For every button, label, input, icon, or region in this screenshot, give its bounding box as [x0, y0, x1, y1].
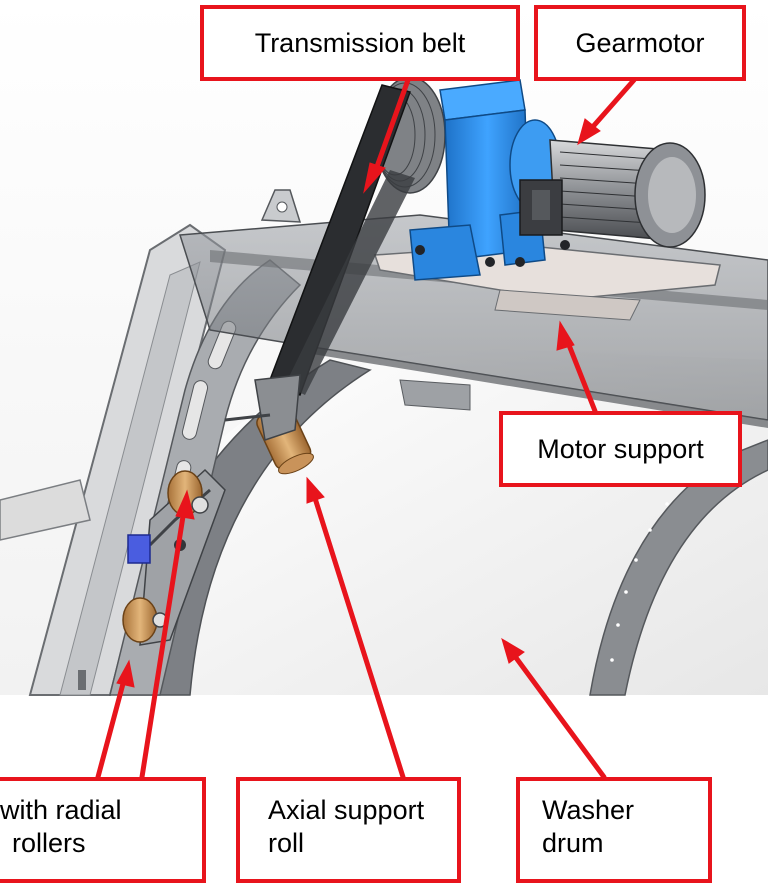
- transmission-belt: [267, 84, 411, 396]
- radial-roller-bottom: [122, 597, 158, 643]
- arrow-radial-left: [95, 677, 127, 780]
- arrowhead-radial-right: [175, 489, 195, 520]
- arrow-gearmotor: [587, 77, 637, 133]
- arrow-washer-drum: [511, 652, 607, 780]
- motor-terminal-box: [519, 179, 563, 236]
- label-gearmotor: Gearmotor: [534, 5, 746, 81]
- label-gearmotor-text: Gearmotor: [575, 27, 705, 58]
- motor-support-tab: [494, 289, 641, 321]
- lifting-eye-hole: [276, 201, 288, 213]
- label-transmission-belt-text: Transmission belt: [254, 27, 466, 58]
- roller-arm-block: [127, 534, 151, 564]
- callout-arrows: [95, 77, 637, 780]
- arrow-radial-right: [139, 507, 187, 780]
- transmission-belt-back: [285, 170, 415, 395]
- axial-roll-stem: [224, 413, 271, 422]
- label-washer-drum: Washer drum: [516, 777, 712, 883]
- arrowhead-axial-support: [306, 476, 325, 504]
- arrowhead-washer-drum: [501, 637, 525, 664]
- arrowhead-transmission-belt: [363, 162, 386, 194]
- arrow-motor-support: [564, 337, 598, 414]
- label-radial-rollers: with radial rollers: [0, 777, 206, 883]
- label-motor-support: Motor support: [499, 411, 742, 487]
- label-motor-support-text: Motor support: [537, 433, 704, 464]
- beam-lower-edge: [300, 345, 768, 428]
- arrowhead-gearmotor: [577, 118, 601, 146]
- label-axial-line2: roll: [268, 828, 305, 858]
- label-axial-support-roll: Axial support roll: [236, 777, 461, 883]
- arm-pivot-top: [191, 496, 209, 514]
- label-axial-line1: Axial support: [268, 795, 425, 825]
- drum-ring-right: [589, 439, 768, 696]
- terminal-box-cover: [532, 190, 550, 220]
- axial-roll-bracket: [254, 374, 301, 441]
- label-drum-line2: drum: [542, 828, 604, 858]
- arrow-axial-support: [311, 492, 406, 780]
- label-drum-line1: Washer: [542, 795, 635, 825]
- arrowhead-motor-support: [556, 320, 575, 351]
- mounting-bolts: [415, 240, 570, 267]
- label-radial-line2: rollers: [12, 828, 86, 858]
- left-side-plate: [0, 479, 91, 541]
- label-radial-line1: with radial: [0, 795, 122, 825]
- label-transmission-belt: Transmission belt: [200, 5, 520, 81]
- frame-foot: [78, 670, 86, 690]
- arrowhead-radial-left: [116, 659, 135, 688]
- arrow-transmission-belt: [371, 77, 411, 178]
- motor-fan-cap: [648, 157, 696, 233]
- beam-bracket: [399, 379, 471, 411]
- gearbox-foot: [409, 224, 481, 281]
